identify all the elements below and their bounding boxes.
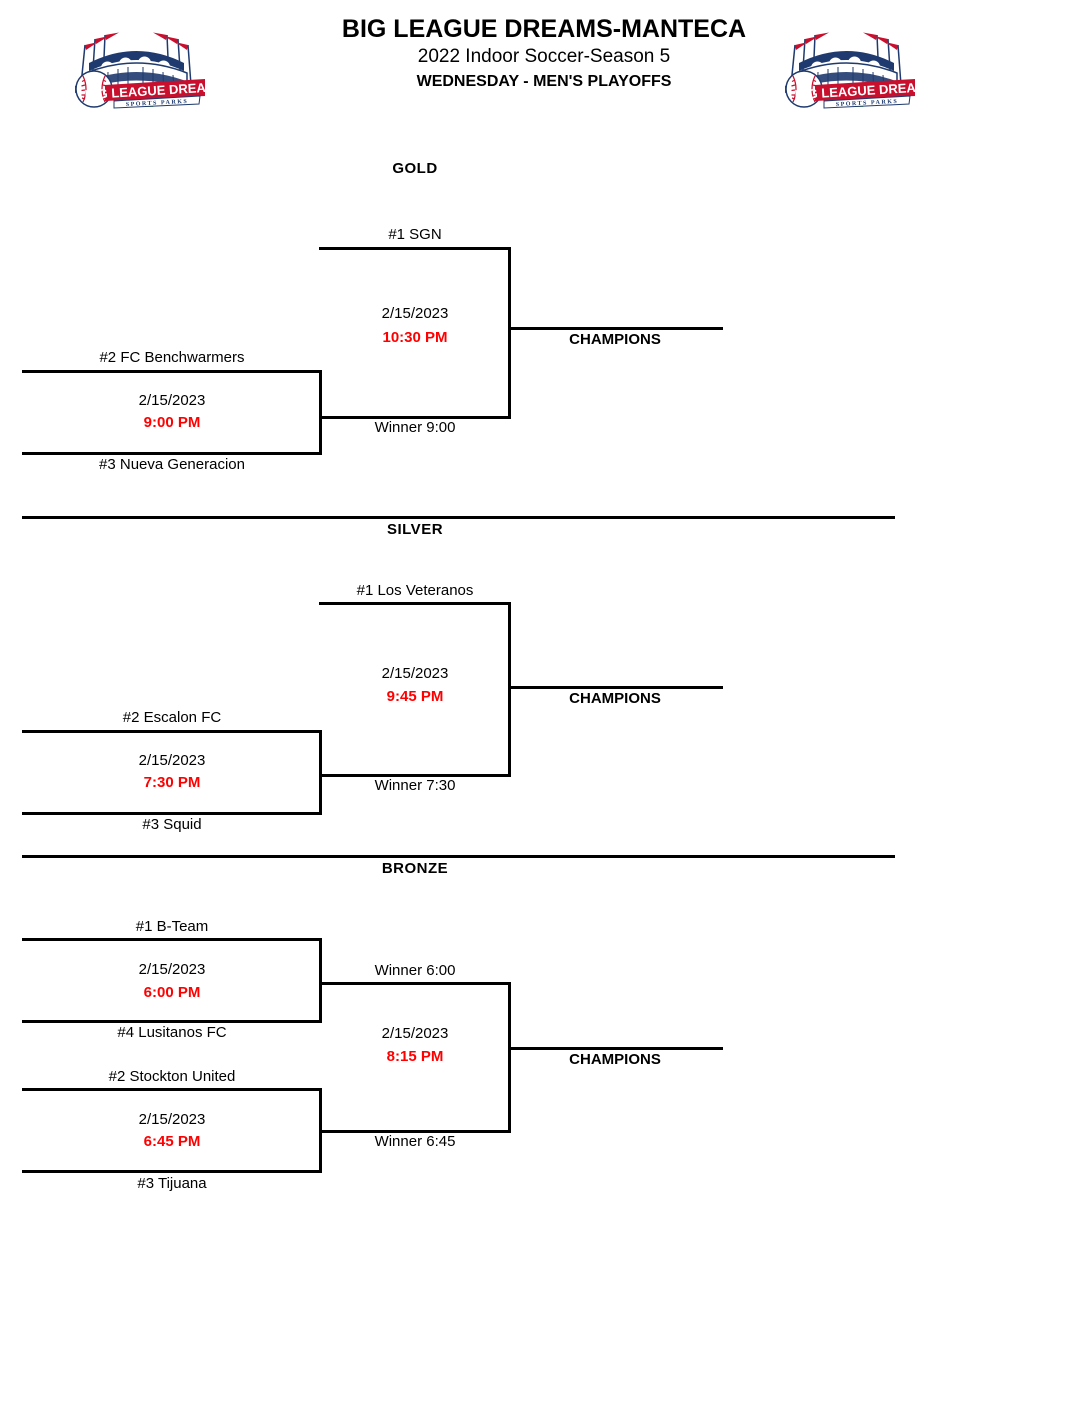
silver-final-top-label: #1 Los Veteranos <box>356 582 474 599</box>
page-header: BIG LEAGUE DREAMS-MANTECA 2022 Indoor So… <box>0 14 1088 94</box>
bronze-final-date: 2/15/2023 <box>381 1025 449 1042</box>
bronze-semi-1-date: 2/15/2023 <box>138 961 206 978</box>
silver-final-top-line <box>319 602 511 605</box>
silver-champions-line <box>508 686 723 689</box>
gold-final-right-line <box>508 247 511 419</box>
gold-final-bottom-label: Winner 9:00 <box>374 419 456 436</box>
bronze-semi-2-date: 2/15/2023 <box>138 1111 206 1128</box>
gold-semi-right-line <box>319 370 322 455</box>
bronze-champions-line <box>508 1047 723 1050</box>
silver-semi-top-label: #2 Escalon FC <box>122 709 222 726</box>
silver-champions-label: CHAMPIONS <box>569 690 661 707</box>
bronze-semi-2-bottom-line <box>22 1170 322 1173</box>
gold-final-bottom-line <box>319 416 511 419</box>
bronze-semi-2-time: 6:45 PM <box>143 1133 201 1150</box>
bronze-semi-2-bottom-label: #3 Tijuana <box>137 1175 207 1192</box>
bronze-final-top-line <box>319 982 511 985</box>
section-divider-silver <box>22 516 895 519</box>
svg-text:SPORTS PARKS: SPORTS PARKS <box>836 99 899 108</box>
silver-semi-date: 2/15/2023 <box>138 752 206 769</box>
silver-semi-top-line <box>22 730 322 733</box>
bronze-final-bottom-line <box>319 1130 511 1133</box>
svg-text:SPORTS PARKS: SPORTS PARKS <box>126 99 189 108</box>
bronze-final-time: 8:15 PM <box>386 1048 444 1065</box>
bronze-semi-2-top-label: #2 Stockton United <box>108 1068 236 1085</box>
gold-semi-bottom-label: #3 Nueva Generacion <box>99 456 245 473</box>
section-divider-bronze <box>22 855 895 858</box>
silver-semi-bottom-line <box>22 812 322 815</box>
big-league-dreams-logo-left: BIG LEAGUE DREAMS SPORTS PARKS <box>55 25 215 111</box>
gold-semi-date: 2/15/2023 <box>138 392 206 409</box>
gold-champions-line <box>508 327 723 330</box>
silver-semi-time: 7:30 PM <box>143 774 201 791</box>
bronze-semi-1-bottom-label: #4 Lusitanos FC <box>117 1024 227 1041</box>
big-league-dreams-logo-right: BIG LEAGUE DREAMS SPORTS PARKS <box>765 25 925 111</box>
section-title-silver: SILVER <box>386 521 444 538</box>
page-title: BIG LEAGUE DREAMS-MANTECA <box>341 15 747 43</box>
bronze-semi-1-top-label: #1 B-Team <box>135 918 209 935</box>
bronze-champions-label: CHAMPIONS <box>569 1051 661 1068</box>
gold-semi-top-label: #2 FC Benchwarmers <box>99 349 245 366</box>
bronze-final-bottom-label: Winner 6:45 <box>374 1133 456 1150</box>
bronze-semi-2-top-line <box>22 1088 322 1091</box>
silver-final-time: 9:45 PM <box>386 688 444 705</box>
page-subtitle-2: WEDNESDAY - MEN'S PLAYOFFS <box>416 73 672 90</box>
gold-semi-time: 9:00 PM <box>143 414 201 431</box>
bronze-semi-1-top-line <box>22 938 322 941</box>
gold-final-time: 10:30 PM <box>382 329 448 346</box>
silver-semi-bottom-label: #3 Squid <box>142 816 202 833</box>
gold-final-date: 2/15/2023 <box>381 305 449 322</box>
silver-final-date: 2/15/2023 <box>381 665 449 682</box>
bronze-semi-1-bottom-line <box>22 1020 322 1023</box>
section-title-gold: GOLD <box>392 160 438 177</box>
gold-final-top-label: #1 SGN <box>388 226 442 243</box>
section-title-bronze: BRONZE <box>381 860 449 877</box>
silver-final-right-line <box>508 602 511 777</box>
silver-final-bottom-line <box>319 774 511 777</box>
silver-semi-right-line <box>319 730 322 815</box>
page-subtitle: 2022 Indoor Soccer-Season 5 <box>417 46 671 67</box>
gold-semi-top-line <box>22 370 322 373</box>
bronze-semi-1-right-line <box>319 938 322 1023</box>
bronze-semi-1-time: 6:00 PM <box>143 984 201 1001</box>
gold-champions-label: CHAMPIONS <box>569 331 661 348</box>
silver-final-bottom-label: Winner 7:30 <box>374 777 456 794</box>
gold-semi-bottom-line <box>22 452 322 455</box>
bronze-final-top-label: Winner 6:00 <box>374 962 456 979</box>
gold-final-top-line <box>319 247 511 250</box>
bronze-final-right-line <box>508 982 511 1133</box>
